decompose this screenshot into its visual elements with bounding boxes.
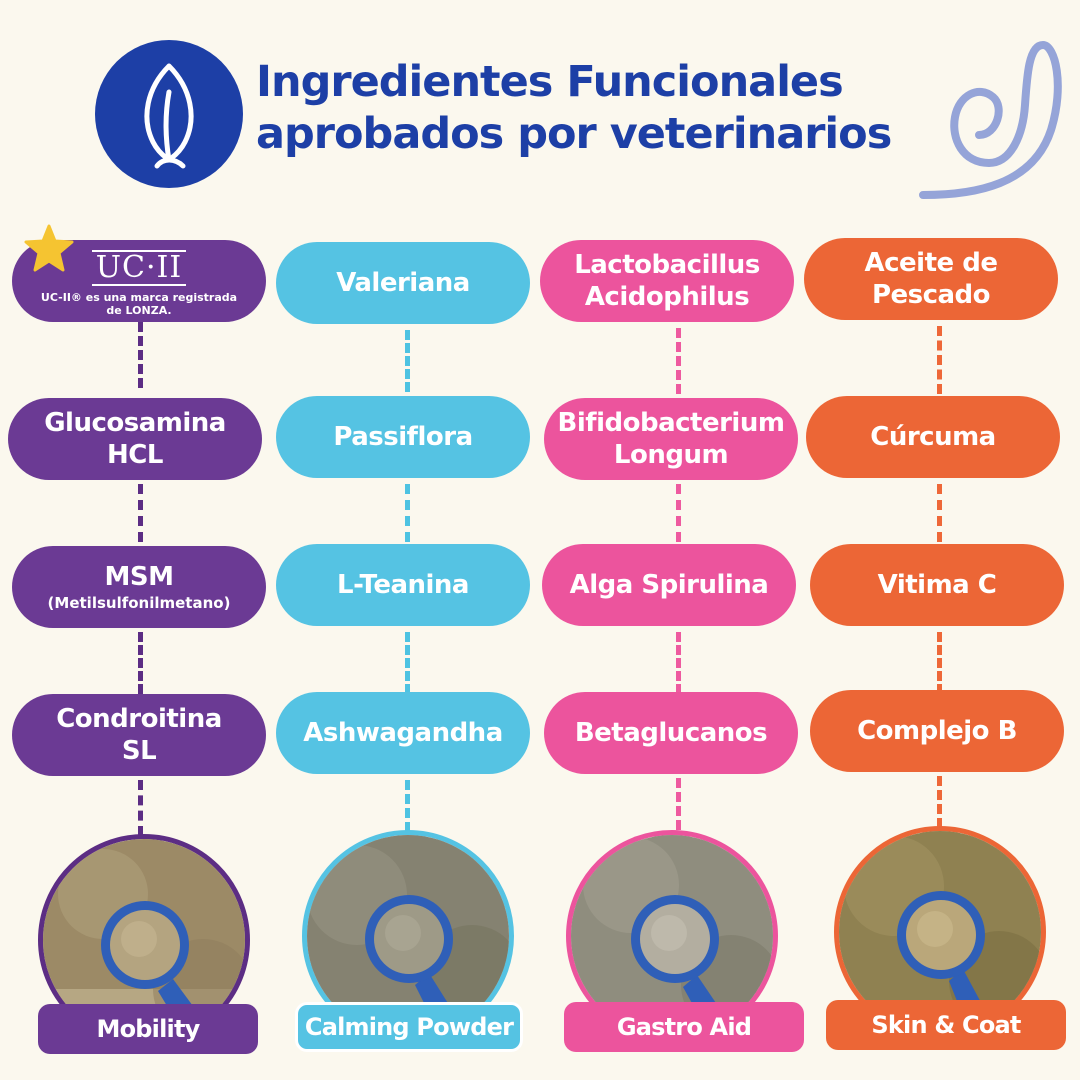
star-icon xyxy=(24,224,74,272)
connector-line xyxy=(138,484,143,542)
connector-line xyxy=(138,322,143,388)
ingredient-l-teanina: L-Teanina xyxy=(276,544,530,626)
connector-line xyxy=(405,484,410,542)
connector-line xyxy=(937,484,942,542)
ingredient-condroitina: Condroitina SL xyxy=(12,694,266,776)
connector-line xyxy=(676,778,681,830)
connector-line xyxy=(138,780,143,836)
ingredient-ucii: UC·II UC-II® es una marca registrada de … xyxy=(12,240,266,322)
leaf-badge xyxy=(95,40,243,188)
connector-line xyxy=(676,328,681,394)
product-label-gastro: Gastro Aid xyxy=(564,1002,804,1052)
product-label-skin: Skin & Coat xyxy=(826,1000,1066,1050)
product-label-mobility: Mobility xyxy=(38,1004,258,1054)
ingredient-passiflora: Passiflora xyxy=(276,396,530,478)
ingredient-complejo-b: Complejo B xyxy=(810,690,1064,772)
connector-line xyxy=(937,632,942,694)
ucii-logo: UC·II xyxy=(91,250,187,286)
ingredient-valeriana: Valeriana xyxy=(276,242,530,324)
connector-line xyxy=(138,632,143,694)
connector-line xyxy=(405,632,410,694)
ucii-trademark-note: UC-II® es una marca registrada de LONZA. xyxy=(40,291,238,317)
ingredient-vitamina-c: Vitima C xyxy=(810,544,1064,626)
ingredient-glucosamina: Glucosamina HCL xyxy=(8,398,262,480)
connector-line xyxy=(676,632,681,694)
page-title: Ingredientes Funcionales aprobados por v… xyxy=(256,56,892,160)
ingredient-lactobacillus: Lactobacillus Acidophilus xyxy=(540,240,794,322)
title-line-2: aprobados por veterinarios xyxy=(256,109,892,159)
ingredient-ashwagandha: Ashwagandha xyxy=(276,692,530,774)
leaf-icon xyxy=(144,63,194,169)
ingredient-aceite-pescado: Aceite de Pescado xyxy=(804,238,1058,320)
loop-decoration-icon xyxy=(919,40,1062,199)
ingredient-spirulina: Alga Spirulina xyxy=(542,544,796,626)
connector-line xyxy=(405,780,410,832)
connector-line xyxy=(676,484,681,542)
powder-image-mobility xyxy=(38,834,250,1046)
connector-line xyxy=(937,776,942,828)
ingredient-msm: MSM (Metilsulfonilmetano) xyxy=(12,546,266,628)
product-label-calming: Calming Powder xyxy=(295,1002,523,1052)
ingredient-bifidobacterium: Bifidobacterium Longum xyxy=(544,398,798,480)
ingredient-curcuma: Cúrcuma xyxy=(806,396,1060,478)
title-line-1: Ingredientes Funcionales xyxy=(256,57,844,107)
ingredient-betaglucanos: Betaglucanos xyxy=(544,692,798,774)
connector-line xyxy=(937,326,942,394)
connector-line xyxy=(405,330,410,392)
